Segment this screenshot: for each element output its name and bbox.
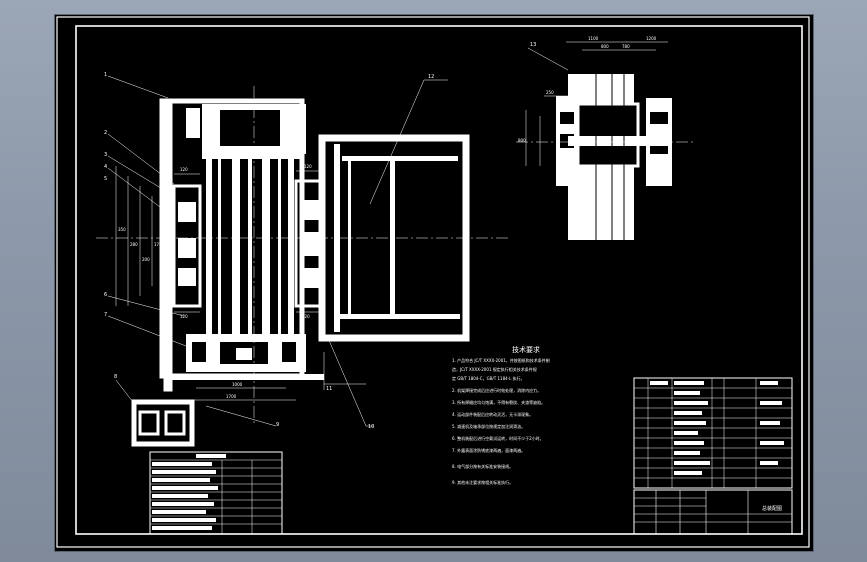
top-right-dim-text: 1100 1200 800 780 800 250 [518,36,657,143]
svg-text:11: 11 [326,386,332,392]
svg-text:6. 整机装配后进行空载试运转，时间不少于2小时。: 6. 整机装配后进行空载试运转，时间不少于2小时。 [452,435,544,441]
svg-text:250: 250 [546,90,554,95]
parameter-table [149,451,283,535]
svg-text:8. 电气部分按有关标准安装接线。: 8. 电气部分按有关标准安装接线。 [452,463,513,469]
inner-frame [75,25,803,535]
svg-text:7: 7 [104,312,107,318]
svg-text:5: 5 [104,176,107,182]
drawing-sheet: 120 120 1000 1700 350 280 200 170 120 120 [56,16,810,548]
svg-text:3: 3 [104,152,107,158]
svg-text:1. 产品符合 JC/T XXXX-2001，并按图纸和技术: 1. 产品符合 JC/T XXXX-2001，并按图纸和技术条件制 [452,357,550,363]
main-plan-view [131,98,326,447]
svg-text:4: 4 [104,164,107,170]
svg-text:3. 所有焊缝应均匀饱满，不得有裂纹、夹渣等缺陷。: 3. 所有焊缝应均匀饱满，不得有裂纹、夹渣等缺陷。 [452,399,545,405]
notes-list: 1. 产品符合 JC/T XXXX-2001，并按图纸和技术条件制 造，JC/T… [452,357,550,485]
svg-text:5. 减速机及轴承部位按规定加注润滑油。: 5. 减速机及轴承部位按规定加注润滑油。 [452,423,525,429]
svg-text:1000: 1000 [232,382,243,387]
svg-text:170: 170 [154,242,162,247]
svg-text:120: 120 [302,314,310,319]
side-view [318,134,470,342]
svg-text:120: 120 [304,164,312,169]
svg-text:1700: 1700 [226,394,237,399]
notes-title: 技术要求 [512,345,540,354]
side-view-leaders [323,79,448,427]
top-right-dims [516,41,696,166]
svg-text:4. 运动部件装配后应转动灵活，无卡滞现象。: 4. 运动部件装配后应转动灵活，无卡滞现象。 [452,411,533,417]
svg-text:8: 8 [114,374,117,380]
svg-text:120: 120 [180,314,188,319]
svg-text:定 GB/T 1804-C，GB/T 1184-L 执行。: 定 GB/T 1804-C，GB/T 1184-L 执行。 [452,375,525,381]
title-block [633,489,793,535]
svg-text:2. 机架焊接完成后应进行时效处理，消除内应力。: 2. 机架焊接完成后应进行时效处理，消除内应力。 [452,387,541,393]
svg-text:200: 200 [142,257,150,262]
bom-table [633,377,793,489]
svg-text:2: 2 [104,130,107,136]
svg-text:120: 120 [180,167,188,172]
svg-text:造，JC/T XXXX-2001 规定执行相关技术条件规: 造，JC/T XXXX-2001 规定执行相关技术条件规 [452,366,537,372]
svg-text:780: 780 [622,44,630,49]
main-plan-dims [96,75,508,427]
svg-text:1: 1 [104,72,107,78]
svg-text:13: 13 [530,42,536,48]
svg-text:12: 12 [428,74,434,80]
svg-text:9. 其他未注要求按相关标准执行。: 9. 其他未注要求按相关标准执行。 [452,479,513,485]
svg-text:1200: 1200 [646,36,657,41]
svg-text:10: 10 [368,424,374,430]
svg-text:800: 800 [601,44,609,49]
svg-text:9: 9 [276,422,279,428]
svg-text:280: 280 [130,242,138,247]
svg-text:800: 800 [518,138,526,143]
svg-text:6: 6 [104,292,107,298]
top-right-view [556,74,672,240]
main-plan-dim-text: 120 120 1000 1700 350 280 200 170 120 120 [118,164,312,399]
balloon-labels: 1 2 3 4 5 6 7 8 9 10 11 12 13 [104,42,536,430]
title-block-name: 总装配图 [762,505,782,512]
technical-notes: 技术要求 1. 产品符合 JC/T XXXX-2001，并按图纸和技术条件制 造… [452,345,550,485]
svg-text:350: 350 [118,227,126,232]
svg-text:1100: 1100 [588,36,599,41]
svg-text:7. 外露表面涂防锈底漆两遍，面漆两遍。: 7. 外露表面涂防锈底漆两遍，面漆两遍。 [452,447,525,453]
